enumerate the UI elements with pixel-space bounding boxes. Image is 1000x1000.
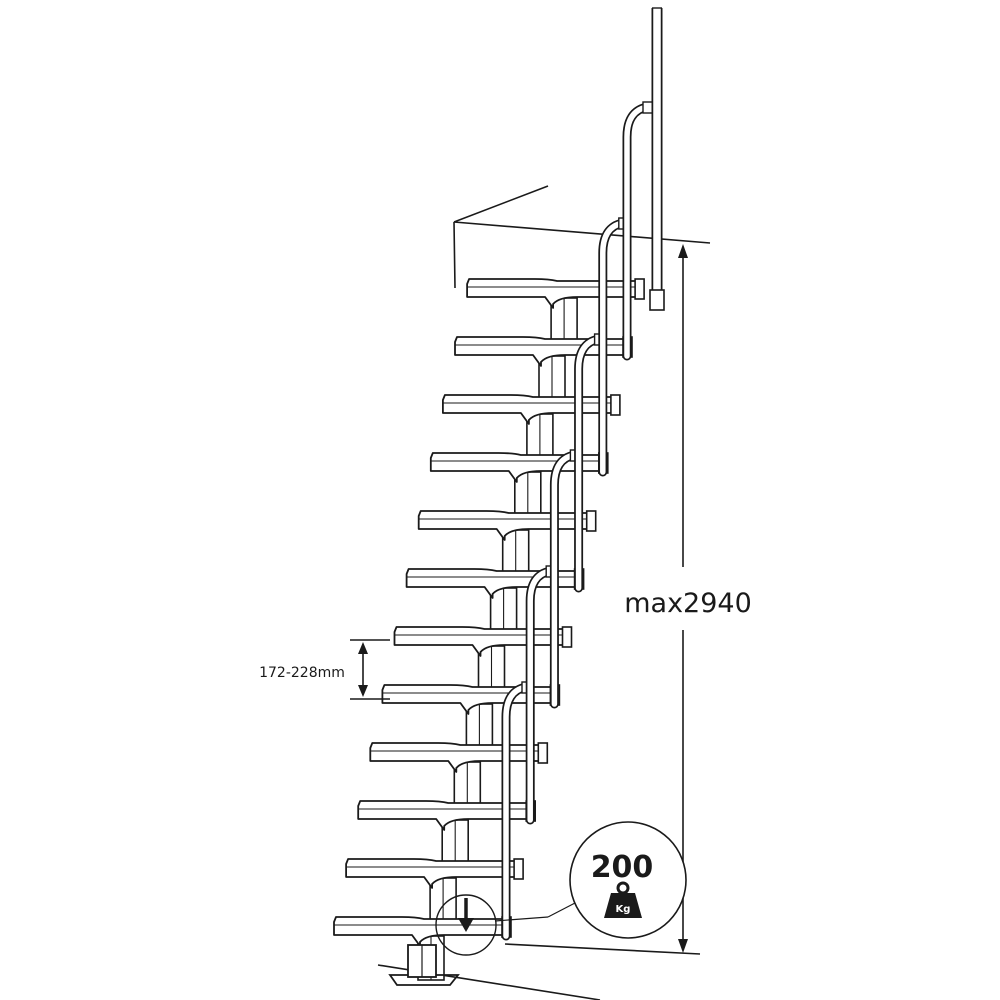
load-badge — [569, 821, 687, 939]
upper-floor-slab — [453, 185, 711, 289]
handrail — [501, 7, 665, 941]
step — [369, 742, 549, 807]
base-plate — [388, 944, 460, 986]
newel-post — [649, 7, 665, 311]
load-value: 200 — [591, 850, 654, 885]
weight-icon — [604, 881, 642, 918]
load-unit: Kg — [616, 904, 631, 915]
step — [466, 278, 645, 343]
rise-dimension: 172-228mm — [259, 639, 390, 700]
load-indicator: 200 Kg — [435, 821, 687, 956]
down-arrow-icon — [458, 918, 474, 932]
handrail-post — [622, 101, 654, 361]
step — [393, 626, 573, 691]
step — [417, 510, 597, 575]
step — [345, 858, 524, 923]
rise-dimension-label: 172-228mm — [259, 665, 345, 681]
step — [442, 394, 621, 459]
height-dimension-label: max2940 — [624, 588, 752, 619]
